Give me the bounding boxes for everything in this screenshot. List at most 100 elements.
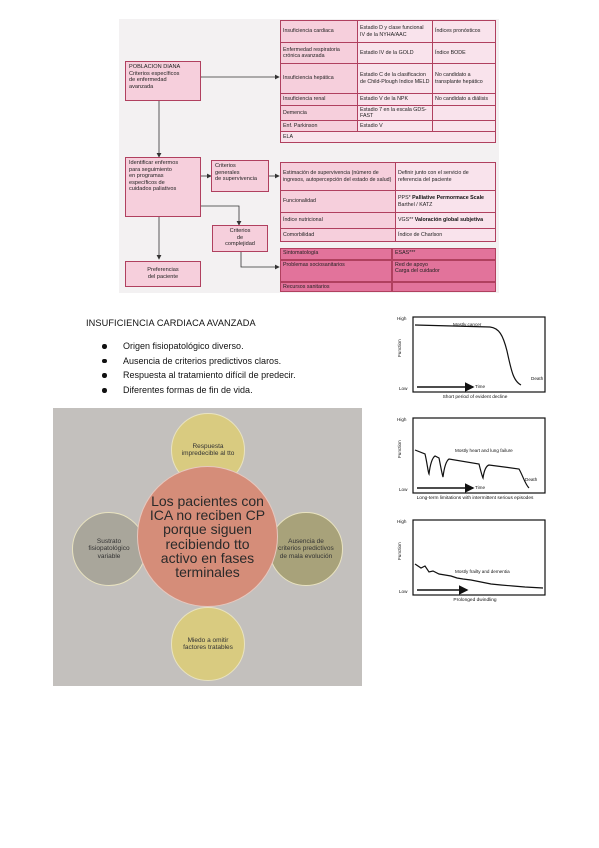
bullet-item: Ausencia de criterios predictivos claros…	[102, 354, 296, 369]
trajectory-series-label: Mostly frailty and dementia	[455, 569, 510, 574]
trajectory-caption: Long-term limitations with intermittent …	[416, 496, 534, 501]
table-cell: No candidato a diálisis	[432, 93, 496, 106]
table-cell: Funcionalidad	[280, 190, 396, 213]
table-cell: Enfermedad respiratoria crónica avanzada	[280, 42, 358, 64]
table-cell: Estadio V	[357, 120, 433, 133]
table-cell: Definir junto con el servicio de referen…	[395, 162, 496, 191]
axis-low-label: Low	[399, 589, 408, 594]
cell-code: VGS**	[398, 217, 414, 224]
trajectory-caption: Prolonged dwindling	[453, 598, 497, 603]
bullet-item: Origen fisiopatológico diverso.	[102, 339, 296, 354]
palliative-criteria-flowchart: POBLACION DIANA Criterios específicos de…	[119, 19, 499, 293]
table-cell: VGS** Valoración global subjetiva	[395, 212, 496, 229]
bullet-dot-icon	[102, 373, 107, 378]
axis-function-label: Function	[397, 542, 402, 560]
trajectory-caption: Short period of evident decline	[442, 395, 508, 400]
axis-low-label: Low	[399, 487, 408, 492]
table-cell: Índices pronósticos	[432, 20, 496, 43]
bullet-list: Origen fisiopatológico diverso. Ausencia…	[102, 339, 296, 398]
table-cell: Estadio IV de la GOLD	[357, 42, 433, 64]
trajectory-chart-cancer: High Low Function Mostly cancer Time Dea…	[395, 313, 550, 405]
table-cell: ELA	[280, 131, 496, 144]
circle-left: Sustrato fisiopatológico variable	[72, 512, 146, 586]
table-row: ELA	[280, 131, 496, 144]
table-cell: Enf. Parkinson	[280, 120, 358, 133]
table-cell: Índice de Charlson	[395, 228, 496, 242]
axis-function-label: Function	[397, 339, 402, 357]
bullet-dot-icon	[102, 388, 107, 393]
table-cell	[432, 104, 496, 122]
trajectory-plot	[412, 519, 546, 596]
table-row: Enfermedad respiratoria crónica avanzada…	[280, 42, 496, 64]
flowchart-arrows	[156, 74, 280, 270]
bullet-item: Respuesta al tratamiento difícil de pred…	[102, 368, 296, 383]
table-cell: Índice BODE	[432, 42, 496, 64]
complexity-row-label: Recursos sanitarios	[280, 282, 392, 292]
trajectory-plot	[412, 417, 546, 494]
cell-code: PPS*	[398, 195, 411, 202]
trajectory-plot	[412, 316, 546, 393]
cell-description: Palliative Permormace Scale	[410, 195, 484, 202]
cell-code: Índice de Charlson	[398, 231, 443, 238]
table-cell: Insuficiencia renal	[280, 93, 358, 106]
death-label: Death	[525, 477, 538, 482]
section-heading: INSUFICIENCIA CARDIACA AVANZADA	[86, 318, 256, 328]
bullet-dot-icon	[102, 358, 107, 364]
complexity-row-value: Red de apoyo Carga del cuidador	[392, 260, 496, 282]
circle-center: Los pacientes con ICA no reciben CP porq…	[137, 466, 278, 607]
table-cell: Índice nutricional	[280, 212, 396, 229]
survival-criteria-table: Estimación de supervivencia (número de i…	[280, 162, 496, 242]
axis-high-label: High	[397, 316, 407, 321]
table-cell: No candidato a transplante hepático	[432, 63, 496, 94]
complexity-row-value: ESAS***	[392, 248, 496, 260]
table-cell: Estadio D y clase funcional IV de la NYH…	[357, 20, 433, 43]
bullet-item: Diferentes formas de fin de vida.	[102, 383, 296, 398]
poblacion-diana-box: POBLACION DIANA Criterios específicos de…	[125, 61, 201, 101]
trajectory-chart-heart-lung: High Low Function Mostly heart and lung …	[395, 414, 550, 506]
trajectory-series-label: Mostly heart and lung failure	[455, 448, 513, 453]
axis-high-label: High	[397, 519, 407, 524]
axis-function-label: Function	[397, 440, 402, 458]
axis-time-label: Time	[475, 384, 486, 389]
table-cell: Insuficiencia cardiaca	[280, 20, 358, 43]
table-cell: Estimación de supervivencia (número de i…	[280, 162, 396, 191]
bullet-dot-icon	[102, 344, 107, 349]
complexity-row-label: Problemas sociosanitarios	[280, 260, 392, 282]
complexity-row-value	[392, 282, 496, 292]
circle-bottom: Miedo a omitir factores tratables	[171, 607, 245, 681]
table-cell: Insuficiencia hepática	[280, 63, 358, 94]
identificar-enfermos-box: Identificar enfermos para seguimiento en…	[125, 157, 201, 217]
preferencias-box: Preferencias del paciente	[125, 261, 201, 287]
trajectory-chart-frailty: High Low Function Mostly frailty and dem…	[395, 516, 550, 608]
table-cell: Estadio 7 en la escala GDS-FAST	[357, 104, 433, 122]
circle-right: Ausencia de criterios predictivos de mal…	[269, 512, 343, 586]
cell-code: Definir junto con el servicio de referen…	[398, 170, 469, 183]
table-cell	[432, 120, 496, 133]
cell-extra: Barthel / KATZ	[398, 201, 433, 208]
table-cell: Estadio C de la clasificacion de Child-P…	[357, 63, 433, 94]
table-cell: Demencia	[280, 104, 358, 122]
cell-description: Valoración global subjetiva	[413, 217, 484, 224]
table-cell: Comorbilidad	[280, 228, 396, 242]
criterios-complejidad-box: Criterios de complejidad	[212, 225, 268, 252]
axis-low-label: Low	[399, 386, 408, 391]
table-row: Estimación de supervivencia (número de i…	[280, 162, 496, 191]
axis-time-label: Time	[475, 485, 486, 490]
death-label: Death	[531, 376, 544, 381]
circle-diagram: Respuesta impredecible al tto Ausencia d…	[53, 408, 362, 686]
axis-high-label: High	[397, 417, 407, 422]
trajectory-series-label: Mostly cancer	[453, 322, 482, 327]
criterios-generales-box: Criterios generales de supervivencia	[211, 160, 269, 192]
table-cell: Estadio V de la NPK	[357, 93, 433, 106]
complexity-row-label: Sintomatología	[280, 248, 392, 260]
